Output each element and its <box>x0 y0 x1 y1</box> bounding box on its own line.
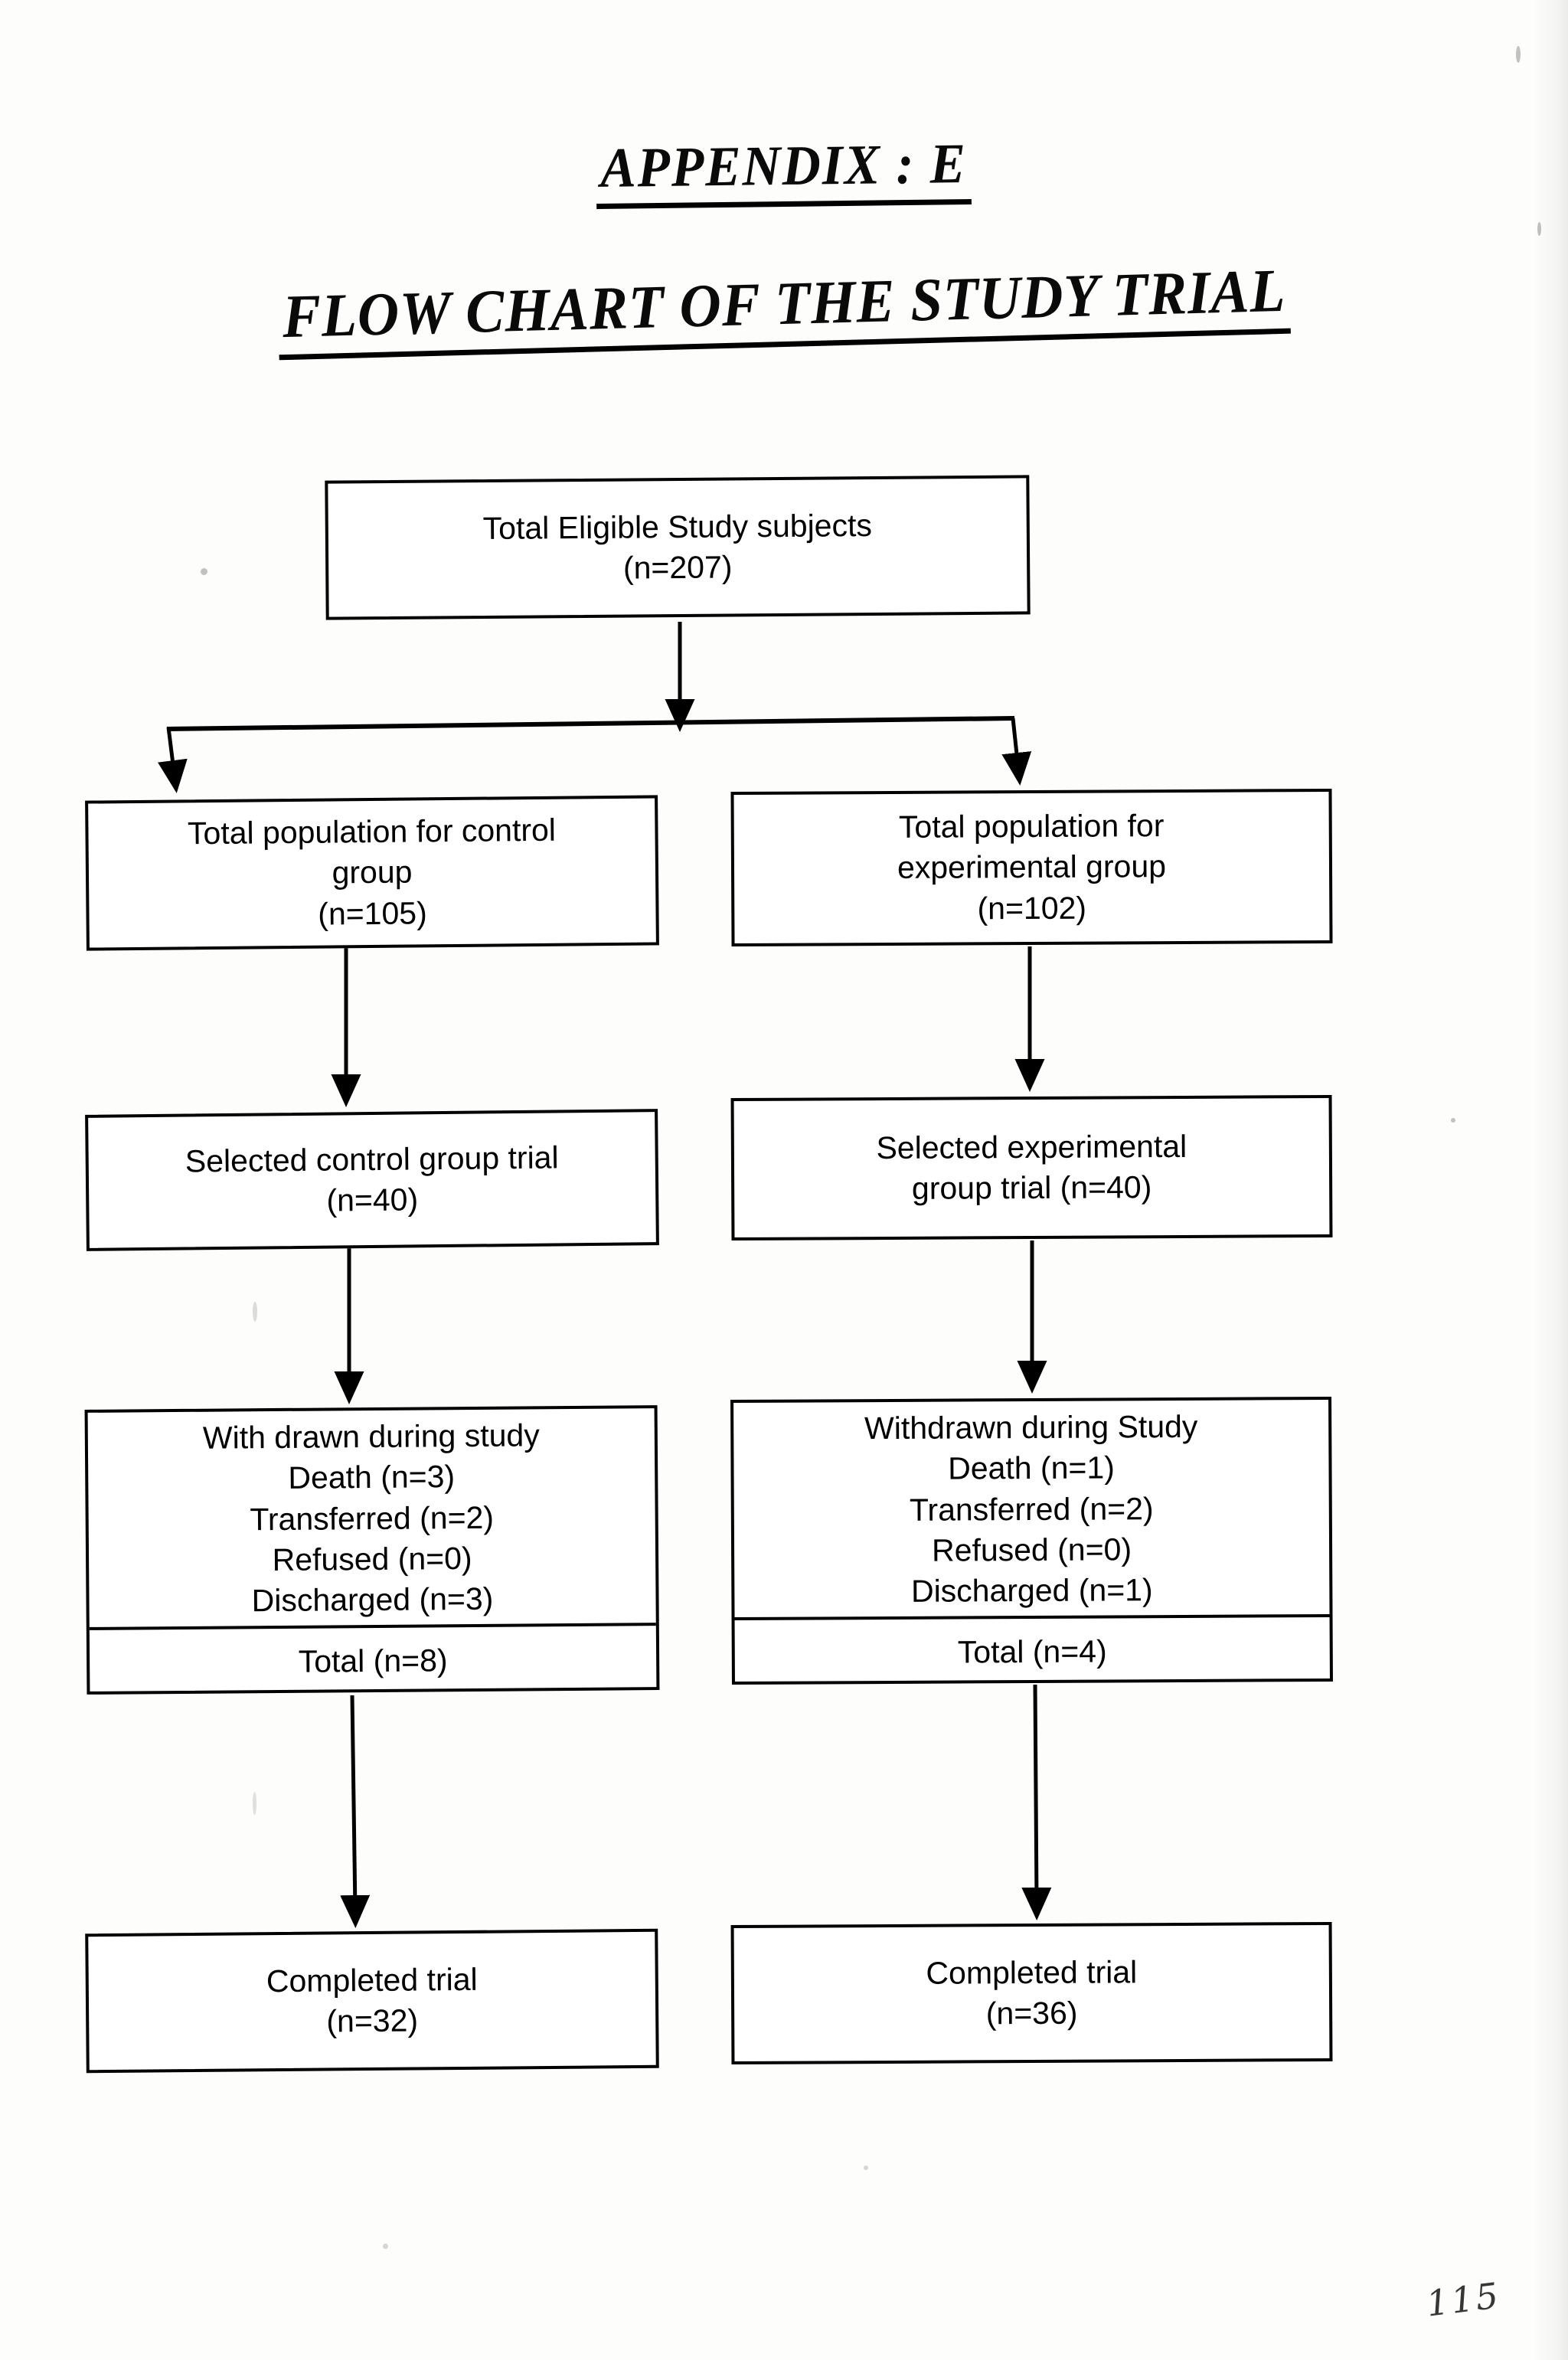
node-experimental-completed: Completed trial (n=36) <box>730 1921 1333 2065</box>
node-control-population-line-2: group <box>332 854 413 891</box>
node-experimental-completed-line-1: Completed trial <box>926 1953 1138 1991</box>
node-experimental-withdrawn-total-row: Total (n=4) <box>734 1614 1330 1687</box>
node-control-selected-line-2: (n=40) <box>326 1182 419 1218</box>
node-control-withdrawn-line-1: With drawn during study <box>202 1417 540 1456</box>
node-total-eligible-line-2: (n=207) <box>622 549 733 586</box>
node-control-withdrawn-total-row: Total (n=8) <box>89 1623 657 1697</box>
node-experimental-population: Total population for experimental group … <box>730 788 1333 947</box>
scan-speck <box>1451 1118 1455 1123</box>
scan-speck <box>201 568 207 575</box>
node-control-completed-line-2: (n=32) <box>326 2002 419 2039</box>
scan-speck <box>1516 46 1521 63</box>
node-control-population: Total population for control group (n=10… <box>85 795 659 951</box>
node-experimental-withdrawn-line-3: Transferred (n=2) <box>909 1490 1154 1528</box>
node-total-eligible-line-1: Total Eligible Study subjects <box>482 507 873 546</box>
scan-speck <box>253 1302 257 1322</box>
node-total-eligible: Total Eligible Study subjects (n=207) <box>325 475 1031 620</box>
scan-speck <box>383 2244 388 2249</box>
scan-speck <box>1537 222 1541 236</box>
node-experimental-withdrawn-line-5: Discharged (n=1) <box>910 1572 1153 1610</box>
scan-speck <box>253 1792 256 1815</box>
node-experimental-completed-line-2: (n=36) <box>985 1995 1078 2031</box>
node-control-withdrawn-body: With drawn during study Death (n=3) Tran… <box>88 1408 656 1627</box>
node-experimental-withdrawn-body: Withdrawn during Study Death (n=1) Trans… <box>733 1400 1329 1618</box>
node-experimental-selected: Selected experimental group trial (n=40) <box>730 1094 1333 1241</box>
node-control-selected: Selected control group trial (n=40) <box>85 1109 659 1251</box>
node-control-withdrawn-line-4: Refused (n=0) <box>272 1540 472 1577</box>
node-experimental-withdrawn-line-2: Death (n=1) <box>948 1450 1115 1486</box>
node-experimental-selected-line-1: Selected experimental <box>876 1128 1187 1165</box>
node-control-completed: Completed trial (n=32) <box>85 1928 659 2074</box>
node-experimental-population-line-1: Total population for <box>898 808 1165 845</box>
node-experimental-selected-line-2: group trial (n=40) <box>911 1169 1152 1206</box>
node-experimental-withdrawn-total: Total (n=4) <box>957 1633 1107 1670</box>
node-control-withdrawn-line-2: Death (n=3) <box>288 1459 456 1496</box>
node-control-withdrawn-line-3: Transferred (n=2) <box>250 1499 495 1537</box>
node-control-withdrawn: With drawn during study Death (n=3) Tran… <box>84 1405 660 1697</box>
node-experimental-population-line-2: experimental group <box>897 848 1167 886</box>
node-control-withdrawn-line-5: Discharged (n=3) <box>251 1580 494 1619</box>
node-control-completed-line-1: Completed trial <box>266 1961 478 1999</box>
node-experimental-withdrawn: Withdrawn during Study Death (n=1) Trans… <box>730 1396 1333 1687</box>
node-control-withdrawn-total: Total (n=8) <box>298 1643 448 1679</box>
node-experimental-withdrawn-line-1: Withdrawn during Study <box>864 1408 1198 1446</box>
scan-speck <box>864 2166 868 2170</box>
node-control-selected-line-1: Selected control group trial <box>185 1139 559 1179</box>
node-experimental-population-line-3: (n=102) <box>977 890 1087 927</box>
node-control-population-line-1: Total population for control <box>187 812 557 851</box>
node-experimental-withdrawn-line-4: Refused (n=0) <box>931 1531 1132 1568</box>
node-control-population-line-3: (n=105) <box>318 894 427 932</box>
